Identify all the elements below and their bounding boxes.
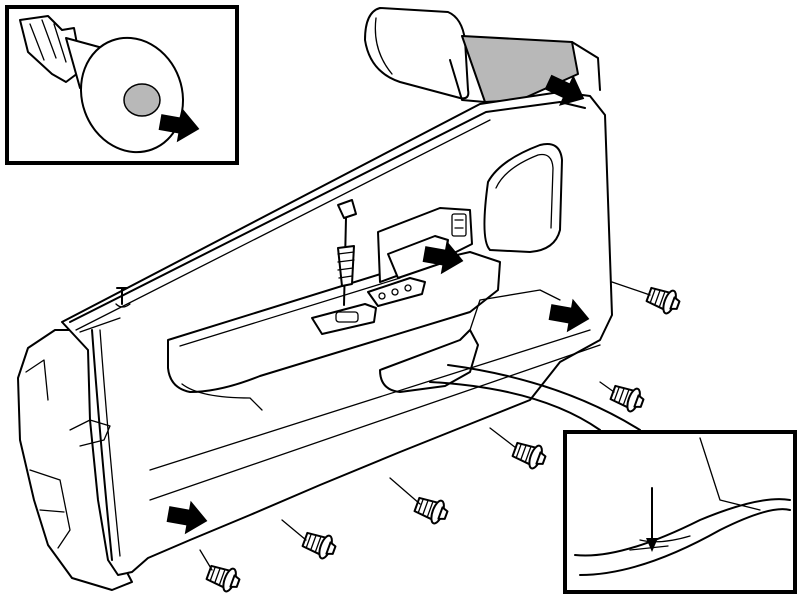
pocket-detail-inset (563, 430, 797, 594)
clip-leader-lines (199, 281, 651, 571)
screw-icon (337, 199, 357, 306)
detail-callout-line (447, 364, 641, 431)
clip-detail-inset (5, 5, 239, 165)
mirror (364, 7, 486, 103)
door-panel (17, 91, 613, 591)
detail-callout-line-2 (429, 381, 601, 431)
switch-cluster (311, 207, 473, 335)
